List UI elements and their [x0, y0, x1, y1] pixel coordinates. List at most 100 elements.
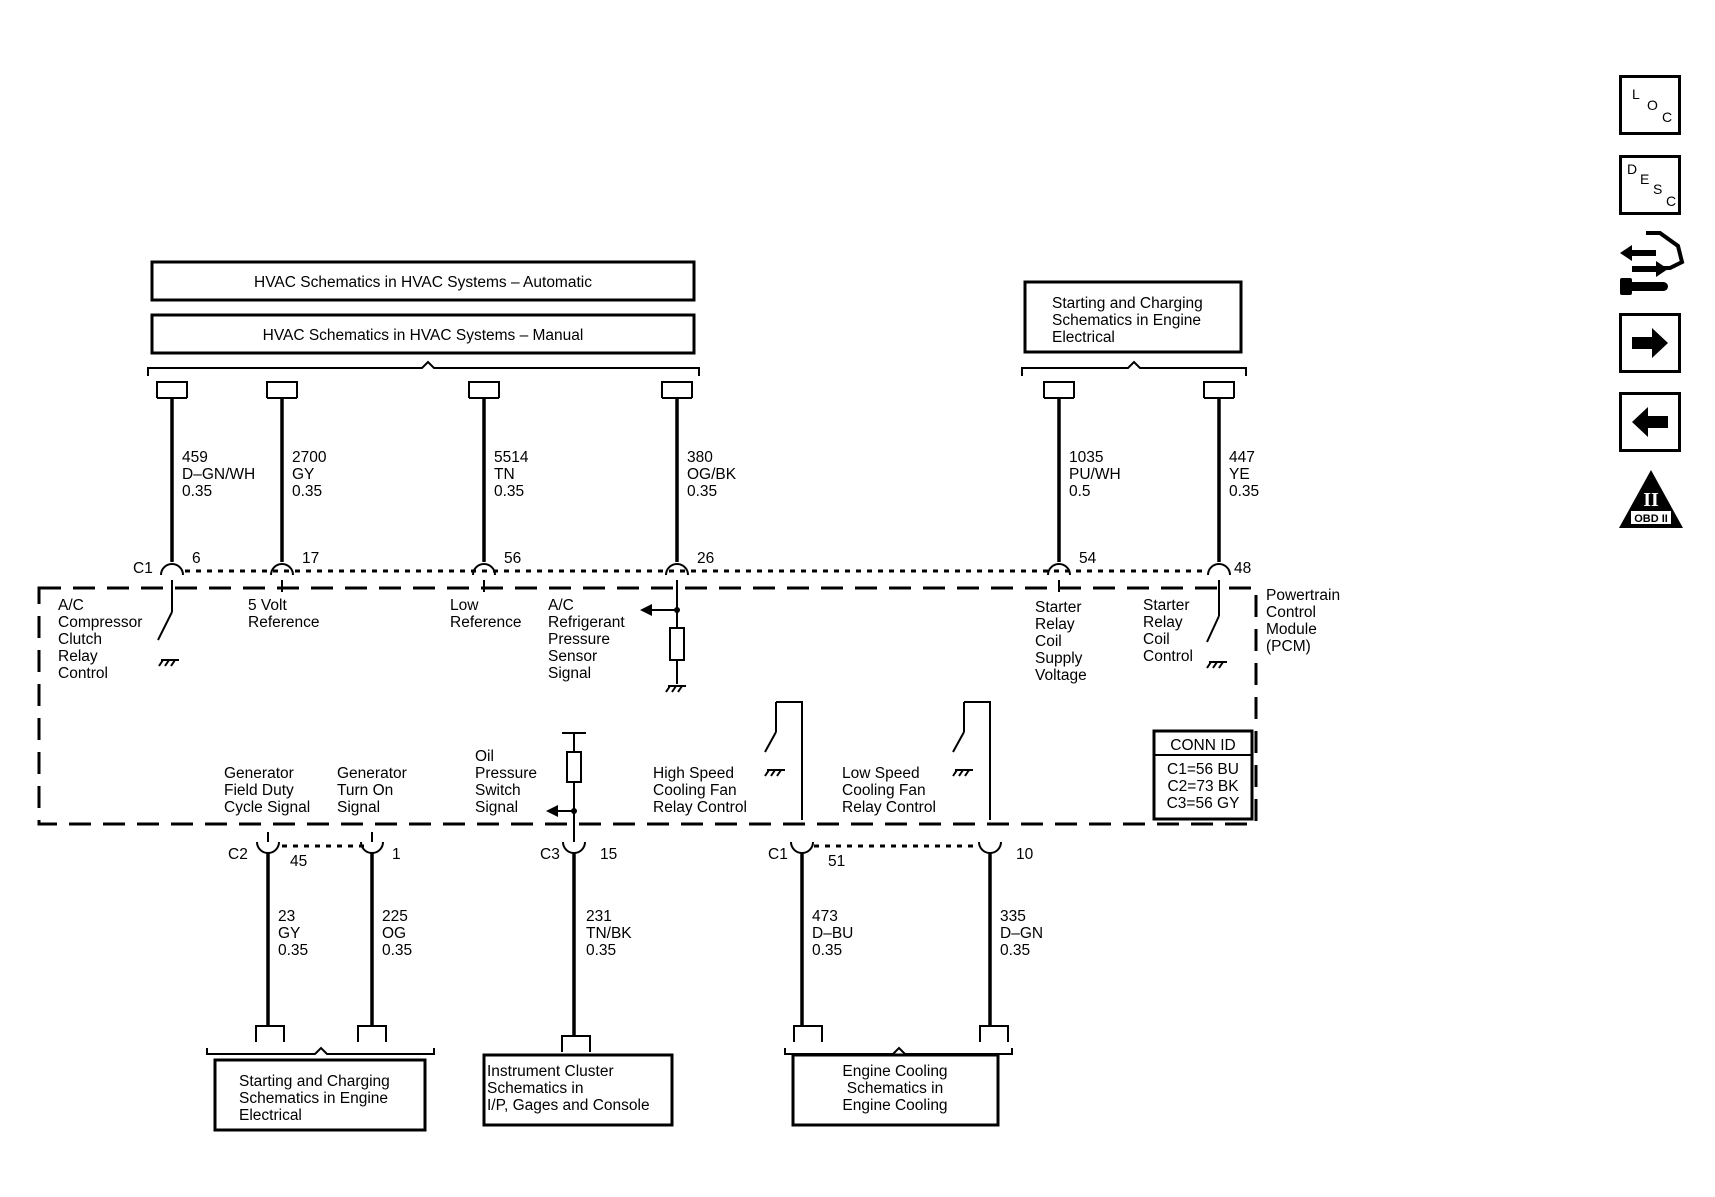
pin-1: 1	[392, 846, 401, 863]
svg-text:5 Volt: 5 Volt	[248, 597, 287, 614]
pin-26: 26	[697, 550, 714, 567]
desc-letter-c: C	[1666, 193, 1677, 209]
starting-charging-top-line2: Schematics in Engine	[1052, 312, 1201, 329]
ac-clutch-relay-control-label: A/C Compressor Clutch Relay Control	[58, 597, 142, 682]
c2-connector	[256, 832, 384, 854]
svg-text:GY: GY	[278, 925, 300, 942]
svg-text:PU/WH: PU/WH	[1069, 466, 1121, 483]
pin-54: 54	[1079, 550, 1097, 567]
ac-clutch-switch	[157, 580, 180, 667]
pin-48: 48	[1234, 560, 1251, 577]
svg-text:Relay: Relay	[1035, 616, 1075, 633]
bottom-wire-label-225: 225 OG 0.35	[382, 908, 412, 959]
bottom-wire-label-473: 473 D–BU 0.35	[812, 908, 853, 959]
oil-pressure-input	[546, 732, 586, 840]
svg-text:I/P, Gages and Console: I/P, Gages and Console	[487, 1097, 650, 1114]
svg-text:High Speed: High Speed	[653, 765, 734, 782]
generator-turn-on-label: Generator Turn On Signal	[337, 765, 407, 816]
svg-text:Sensor: Sensor	[548, 648, 597, 665]
svg-text:(PCM): (PCM)	[1266, 638, 1311, 655]
svg-text:Supply: Supply	[1035, 650, 1083, 667]
top-wire-label-1035: 1035 PU/WH 0.5	[1069, 449, 1121, 500]
generator-field-duty-label: Generator Field Duty Cycle Signal	[224, 765, 310, 816]
svg-text:0.35: 0.35	[292, 483, 322, 500]
svg-text:D–BU: D–BU	[812, 925, 853, 942]
bottom-wire-label-23: 23 GY 0.35	[278, 908, 308, 959]
obd-ii-icon[interactable]: II OBD II	[1617, 468, 1685, 530]
desc-button[interactable]: D E S C	[1619, 155, 1681, 215]
connector-views-icon[interactable]	[1616, 228, 1686, 298]
pin-15: 15	[600, 846, 617, 863]
pcm-module-label: Powertrain Control Module (PCM)	[1266, 587, 1340, 655]
engine-cooling-ref-box[interactable]: Engine Cooling Schematics in Engine Cool…	[791, 1053, 1000, 1127]
svg-text:459: 459	[182, 449, 208, 466]
svg-text:Voltage: Voltage	[1035, 667, 1087, 684]
svg-text:GY: GY	[292, 466, 314, 483]
svg-text:Control: Control	[1266, 604, 1316, 621]
svg-text:Low Speed: Low Speed	[842, 765, 920, 782]
hvac-manual-ref-box[interactable]: HVAC Schematics in HVAC Systems – Manual	[150, 313, 696, 355]
previous-arrow-icon	[1632, 407, 1668, 437]
svg-text:Electrical: Electrical	[239, 1107, 302, 1124]
pin-56: 56	[504, 550, 521, 567]
top-wire-label-447: 447 YE 0.35	[1229, 449, 1259, 500]
next-arrow-icon	[1632, 328, 1668, 358]
svg-text:Clutch: Clutch	[58, 631, 102, 648]
svg-text:Coil: Coil	[1143, 631, 1170, 648]
svg-text:Signal: Signal	[337, 799, 380, 816]
hvac-manual-ref-label: HVAC Schematics in HVAC Systems – Manual	[263, 327, 584, 344]
svg-text:A/C: A/C	[58, 597, 84, 614]
pin-51: 51	[828, 853, 845, 870]
svg-text:Engine Cooling: Engine Cooling	[842, 1097, 947, 1114]
svg-text:Oil: Oil	[475, 748, 494, 765]
obd-label: OBD II	[1634, 513, 1668, 525]
bottom-wire-23	[255, 852, 285, 1042]
top-wire-5514	[468, 381, 500, 562]
svg-text:Relay Control: Relay Control	[653, 799, 747, 816]
svg-text:OG: OG	[382, 925, 406, 942]
previous-arrow-button[interactable]	[1619, 392, 1681, 452]
instrument-cluster-ref-box[interactable]: Instrument Cluster Schematics in I/P, Ga…	[482, 1053, 674, 1127]
svg-text:Reference: Reference	[248, 614, 320, 631]
pin-45: 45	[290, 853, 307, 870]
svg-text:Compressor: Compressor	[58, 614, 142, 631]
svg-text:Starting and Charging: Starting and Charging	[239, 1073, 390, 1090]
ac-pressure-sensor-input	[640, 580, 687, 693]
svg-text:D–GN/WH: D–GN/WH	[182, 466, 255, 483]
starting-charging-bottom-bracket	[206, 1046, 435, 1055]
loc-letter-o: O	[1647, 97, 1658, 113]
hvac-auto-ref-box[interactable]: HVAC Schematics in HVAC Systems – Automa…	[150, 260, 696, 302]
conn-id-title: CONN ID	[1170, 737, 1235, 754]
bottom-wire-473	[793, 852, 823, 1042]
svg-text:0.35: 0.35	[687, 483, 717, 500]
conn-id-c3: C3=56 GY	[1167, 795, 1240, 812]
c3-label: C3	[540, 846, 560, 863]
svg-text:380: 380	[687, 449, 713, 466]
svg-text:0.35: 0.35	[586, 942, 616, 959]
svg-text:0.35: 0.35	[382, 942, 412, 959]
svg-text:OG/BK: OG/BK	[687, 466, 737, 483]
svg-text:Reference: Reference	[450, 614, 522, 631]
svg-text:Generator: Generator	[337, 765, 407, 782]
conn-id-c1: C1=56 BU	[1167, 761, 1239, 778]
svg-text:Instrument Cluster: Instrument Cluster	[487, 1063, 614, 1080]
loc-button[interactable]: L O C	[1619, 75, 1681, 135]
high-speed-fan-switch	[764, 701, 803, 820]
svg-text:335: 335	[1000, 908, 1026, 925]
engine-cooling-bracket	[784, 1046, 1013, 1055]
hvac-bracket	[147, 360, 700, 376]
next-arrow-button[interactable]	[1619, 313, 1681, 373]
high-speed-fan-label: High Speed Cooling Fan Relay Control	[653, 765, 747, 816]
svg-text:0.35: 0.35	[1229, 483, 1259, 500]
svg-text:D–GN: D–GN	[1000, 925, 1043, 942]
oil-pressure-switch-label: Oil Pressure Switch Signal	[475, 748, 537, 816]
svg-text:Schematics in: Schematics in	[847, 1080, 943, 1097]
low-reference-label: Low Reference	[450, 597, 522, 631]
pin-6: 6	[192, 550, 201, 567]
top-wire-label-380: 380 OG/BK 0.35	[687, 449, 737, 500]
starting-charging-bottom-ref-box[interactable]: Starting and Charging Schematics in Engi…	[213, 1058, 427, 1132]
conn-id-c2: C2=73 BK	[1167, 778, 1239, 795]
svg-text:Engine Cooling: Engine Cooling	[842, 1063, 947, 1080]
starting-charging-top-ref-box[interactable]: Starting and Charging Schematics in Engi…	[1023, 280, 1243, 354]
svg-text:0.35: 0.35	[1000, 942, 1030, 959]
